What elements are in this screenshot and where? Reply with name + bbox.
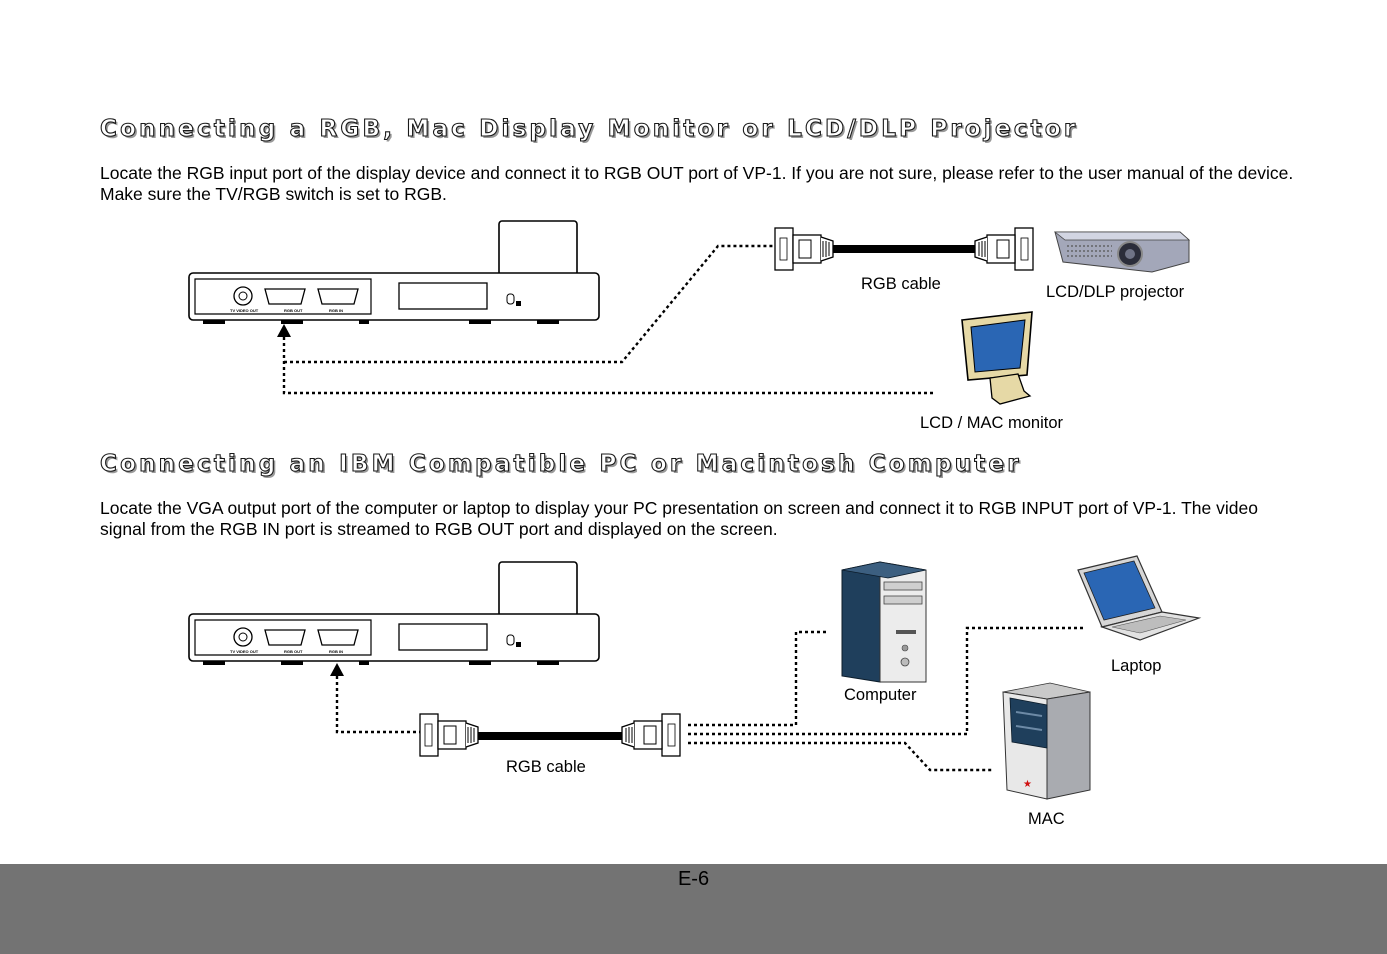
section1-paragraph: Locate the RGB input port of the display…: [100, 163, 1294, 204]
laptop-label: Laptop: [1111, 657, 1162, 675]
lcd-monitor-icon: [961, 311, 1033, 405]
rgb-cable-label-2: RGB cable: [506, 758, 586, 776]
cable-connector-left: [774, 227, 834, 271]
rgb-cable-label: RGB cable: [861, 275, 941, 293]
mac-dotted-line: [688, 741, 992, 772]
page-number: E-6: [677, 868, 710, 890]
cable-connector-right-2: [621, 713, 681, 757]
computer-tower-icon: [841, 561, 927, 683]
monitor-dotted-line: [282, 337, 935, 395]
laptop-icon: [1077, 555, 1202, 641]
page-footer: [0, 864, 1387, 954]
rgb-cable-line: [833, 245, 977, 253]
mac-label: MAC: [1028, 810, 1065, 828]
projector-label: LCD/DLP projector: [1046, 283, 1185, 301]
rgb-in-arrow: [330, 663, 344, 676]
mac-tower-icon: ★: [1002, 682, 1091, 800]
section1-heading: Connecting a RGB, Mac Display Monitor or…: [99, 115, 1079, 142]
cable-connector-left-2: [419, 713, 479, 757]
port-label: RGB IN: [329, 308, 343, 313]
section2-heading: Connecting an IBM Compatible PC or Macin…: [99, 450, 1022, 477]
computer-dotted-line: [688, 630, 826, 727]
svg-text:★: ★: [1023, 779, 1032, 790]
rgb-cable-line-2: [478, 732, 623, 740]
laptop-dotted-line: [688, 626, 1085, 736]
computer-label: Computer: [844, 686, 917, 704]
cable-connector-right: [974, 227, 1034, 271]
section2-paragraph: Locate the VGA output port of the comput…: [100, 498, 1258, 539]
port-label: TV VIDEO OUT: [230, 308, 259, 313]
projector-icon: [1053, 231, 1191, 273]
port-label: RGB OUT: [284, 649, 303, 654]
monitor-label: LCD / MAC monitor: [920, 414, 1064, 432]
rgb-in-dotted-line: [335, 676, 420, 734]
projector-dotted-line: [284, 244, 774, 364]
port-label: RGB IN: [329, 649, 343, 654]
port-label: TV VIDEO OUT: [230, 649, 259, 654]
rgb-out-arrow: [277, 324, 291, 337]
port-label: RGB OUT: [284, 308, 303, 313]
